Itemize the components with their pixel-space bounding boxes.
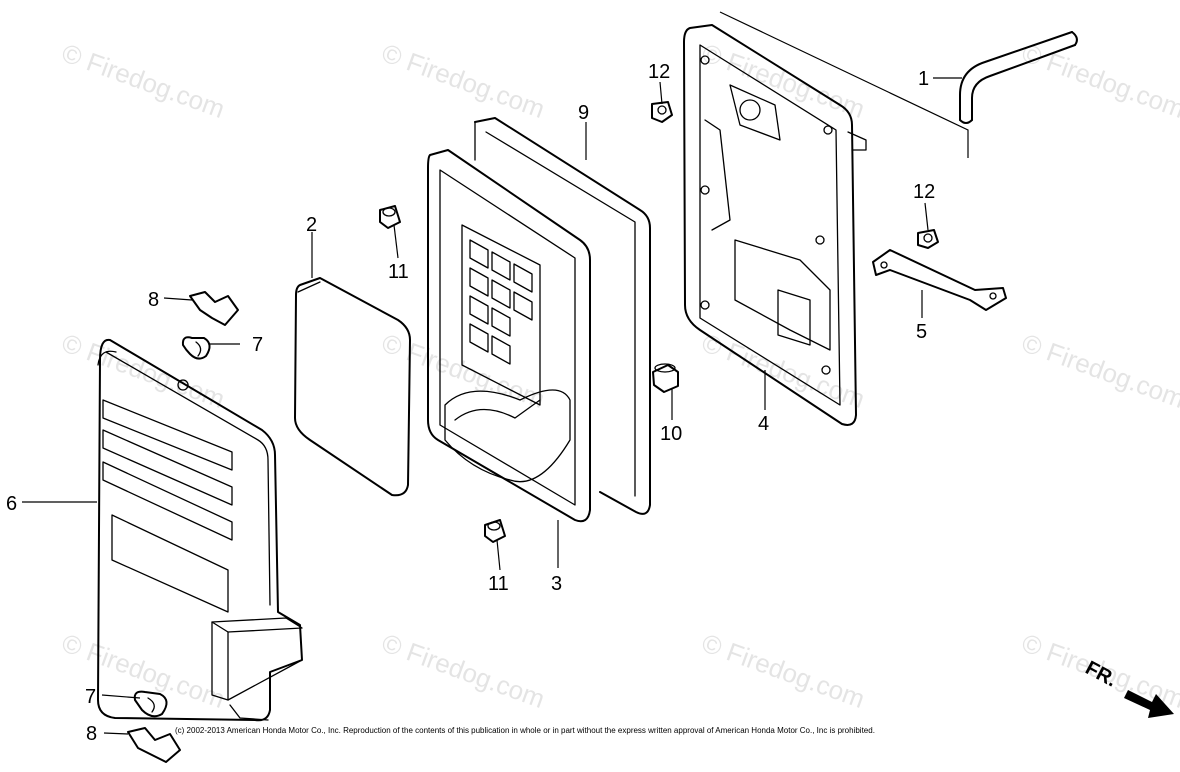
leader-lines — [22, 77, 962, 735]
watermark: © Firedog.com — [58, 37, 229, 124]
callout-12-right: 12 — [913, 181, 935, 203]
direction-arrow-icon — [1124, 690, 1174, 718]
callout-12-upper: 12 — [648, 61, 670, 83]
watermark: © Firedog.com — [1018, 37, 1180, 124]
watermark: © Firedog.com — [378, 327, 549, 414]
watermark: © Firedog.com — [698, 627, 869, 714]
callout-4: 4 — [758, 413, 769, 435]
part-8-clip-upper[interactable] — [189, 291, 239, 326]
callout-1: 1 — [918, 68, 929, 90]
part-12-nut-upper[interactable] — [651, 101, 673, 123]
part-6-cover[interactable] — [97, 338, 303, 722]
part-7-clip-lower[interactable] — [133, 690, 168, 718]
watermark-layer: © Firedog.com © Firedog.com © Firedog.co… — [58, 37, 1180, 714]
part-2-element[interactable] — [294, 277, 411, 497]
part-12-nut-right[interactable] — [917, 229, 939, 249]
watermark: © Firedog.com — [1018, 327, 1180, 414]
watermark: © Firedog.com — [58, 627, 229, 714]
watermark: © Firedog.com — [698, 327, 869, 414]
callout-5: 5 — [916, 321, 927, 343]
callout-7-lower: 7 — [85, 686, 96, 708]
part-11-grommet-lower[interactable] — [484, 519, 506, 543]
callout-8-lower: 8 — [86, 723, 97, 745]
part-11-grommet-upper[interactable] — [379, 205, 401, 229]
callout-2: 2 — [306, 214, 317, 236]
watermark: © Firedog.com — [58, 327, 229, 414]
callout-numbers: 1 2 3 4 5 6 7 7 8 8 9 10 11 11 12 12 — [6, 61, 935, 745]
part-1-tube[interactable] — [719, 11, 1078, 158]
callout-11-lower: 11 — [488, 573, 509, 595]
part-3-case[interactable] — [427, 149, 591, 523]
callout-9: 9 — [578, 102, 589, 124]
part-10-collar[interactable] — [652, 363, 679, 393]
part-9-gasket[interactable] — [474, 117, 651, 515]
watermark: © Firedog.com — [378, 627, 549, 714]
callout-6: 6 — [6, 493, 17, 515]
callout-3: 3 — [551, 573, 562, 595]
callout-8-upper: 8 — [148, 289, 159, 311]
callout-7-upper: 7 — [252, 334, 263, 356]
watermark: © Firedog.com — [378, 37, 549, 124]
callout-11-upper: 11 — [388, 261, 409, 283]
callout-10: 10 — [660, 423, 682, 445]
copyright-notice: (c) 2002-2013 American Honda Motor Co., … — [175, 726, 875, 735]
part-8-clip-lower[interactable] — [127, 727, 181, 763]
part-4-base[interactable] — [683, 24, 867, 426]
watermark: © Firedog.com — [698, 37, 869, 124]
part-7-clip-upper[interactable] — [181, 336, 211, 360]
part-5-stay[interactable] — [872, 249, 1007, 311]
